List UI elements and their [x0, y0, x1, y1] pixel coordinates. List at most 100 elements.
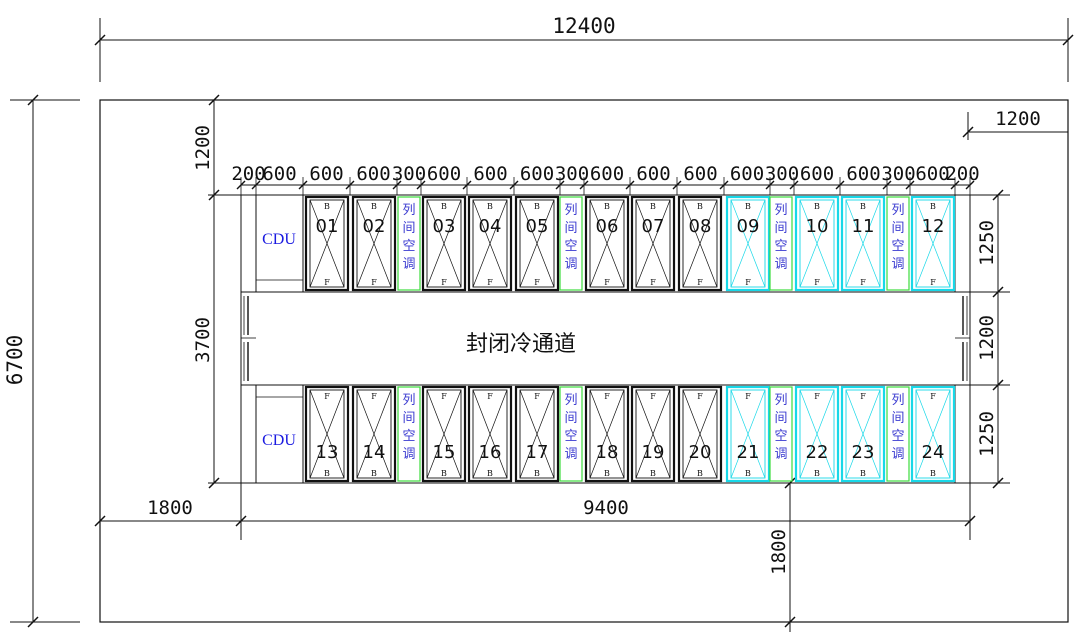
rack-17-number: 17 [526, 442, 549, 463]
rack-12-top-mark: B [930, 202, 936, 211]
rack-06-bottom-mark: F [604, 278, 610, 287]
rack-09-bottom-mark: F [745, 278, 751, 287]
rack-05-top-mark: B [534, 202, 540, 211]
rack-02-top-mark: B [371, 202, 377, 211]
top-width-label: 300 [765, 163, 799, 185]
ac-label-char: 间 [402, 221, 415, 236]
chain-tick [236, 180, 246, 190]
rack-22-top-mark: F [814, 392, 820, 401]
top-width-label: 600 [520, 163, 554, 185]
ac-label-char: 空 [402, 239, 415, 254]
ac-label-char: 调 [891, 447, 904, 462]
rack-15-number: 15 [433, 442, 456, 463]
rack-18-bottom-mark: B [604, 469, 610, 478]
rack-19-top-mark: F [650, 392, 656, 401]
rack-20-top-mark: F [697, 392, 703, 401]
rack-12-bottom-mark: F [930, 278, 936, 287]
rack-14: F B 14 [351, 385, 397, 483]
bottom-row-depth-label: 1250 [976, 411, 998, 457]
rack-06-number: 06 [596, 216, 619, 237]
rack-14-number: 14 [363, 442, 386, 463]
rack-17-bottom-mark: B [534, 469, 540, 478]
right-aisle-door [955, 292, 971, 385]
cdu-bottom-label: CDU [262, 432, 296, 449]
rack-06-top-mark: B [604, 202, 610, 211]
module-depth-label: 3700 [192, 317, 214, 363]
top-width-label: 600 [915, 163, 949, 185]
ac-label-char: 调 [402, 257, 415, 272]
top-width-label: 600 [683, 163, 717, 185]
overall-height-dimension: 6700 [3, 94, 80, 628]
ac-label-char: 调 [774, 257, 787, 272]
rack-09-number: 09 [737, 216, 760, 237]
ac-label-char: 空 [774, 239, 787, 254]
rack-14-bottom-mark: B [371, 469, 377, 478]
rack-13-number: 13 [316, 442, 339, 463]
ac-label-char: 列 [564, 393, 577, 408]
chain-tick [555, 180, 565, 190]
rack-08-bottom-mark: F [697, 278, 703, 287]
rack-15-top-mark: F [441, 392, 447, 401]
rack-07-top-mark: B [650, 202, 656, 211]
top-width-label: 600 [309, 163, 343, 185]
top-width-label: 300 [881, 163, 915, 185]
ac-label-char: 调 [564, 447, 577, 462]
room-outline [99, 99, 1069, 623]
chain-tick [392, 180, 402, 190]
rack-18: F B 18 [584, 385, 630, 483]
rack-04-top-mark: B [487, 202, 493, 211]
top-width-label: 200 [945, 163, 979, 185]
rack-19-bottom-mark: B [650, 469, 656, 478]
rack-21-top-mark: F [745, 392, 751, 401]
right-offset-dimension: 1200 [962, 108, 1068, 140]
ac-label-char: 空 [891, 239, 904, 254]
rack-03-bottom-mark: F [441, 278, 447, 287]
top-width-label: 600 [636, 163, 670, 185]
ac-label-char: 间 [564, 221, 577, 236]
rack-15-bottom-mark: B [441, 469, 447, 478]
rack-09-top-mark: B [745, 202, 751, 211]
cdu-top-label: CDU [262, 231, 296, 248]
top-row-depth-label: 1250 [976, 220, 998, 266]
rack-18-number: 18 [596, 442, 619, 463]
ac-label-char: 列 [402, 393, 415, 408]
chain-tick [765, 180, 775, 190]
ac-label-char: 列 [564, 203, 577, 218]
chain-tick [882, 180, 892, 190]
chain-tick [509, 180, 519, 190]
rack-05-number: 05 [526, 216, 549, 237]
rack-18-top-mark: F [604, 392, 610, 401]
top-width-label: 600 [473, 163, 507, 185]
left-aisle-door [240, 292, 256, 385]
rack-20-bottom-mark: B [697, 469, 703, 478]
chain-tick [462, 180, 472, 190]
overall-width-label: 12400 [552, 14, 615, 38]
rack-14-top-mark: F [371, 392, 377, 401]
top-width-label: 600 [427, 163, 461, 185]
rack-24-top-mark: F [930, 392, 936, 401]
top-width-label: 600 [590, 163, 624, 185]
rack-16-number: 16 [479, 442, 502, 463]
bottom-offset-dimension: 1800 [768, 477, 796, 632]
chain-tick [905, 180, 915, 190]
top-rack-row: BF01BF02BF03BF04BF05BF06BF07BF08BF09BF10… [304, 195, 956, 292]
ac-label-char: 调 [774, 447, 787, 462]
rack-10-bottom-mark: F [814, 278, 820, 287]
chain-tick [345, 180, 355, 190]
